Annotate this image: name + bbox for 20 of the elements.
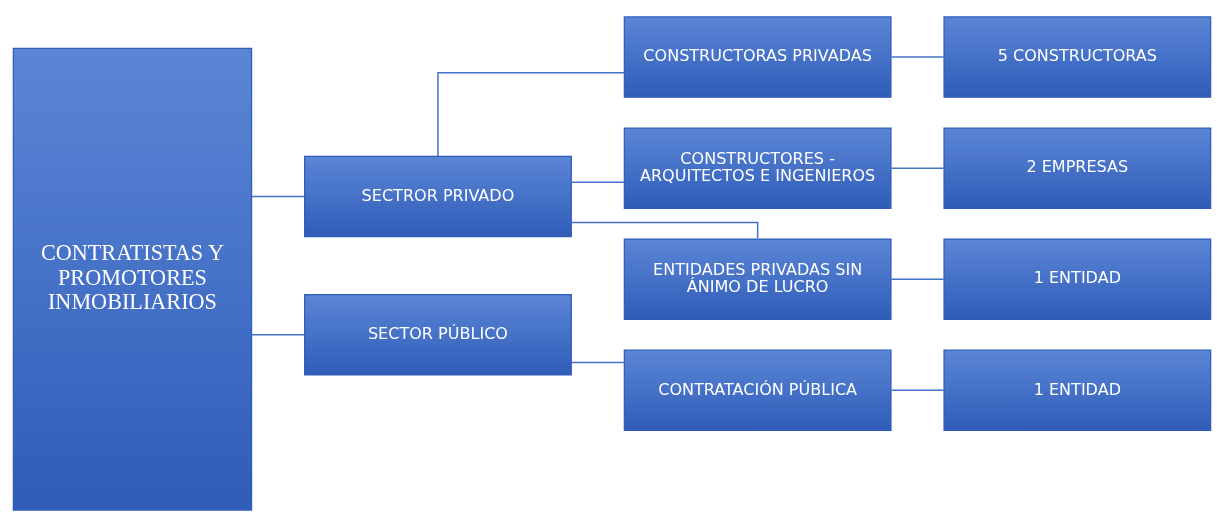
node-box: 1 ENTIDAD [943, 349, 1212, 432]
connector [251, 334, 306, 336]
node-box: SECTOR PÚBLICO [304, 294, 572, 376]
connector [890, 278, 945, 280]
connector [890, 389, 945, 392]
connector [890, 167, 945, 169]
node-box: ENTIDADES PRIVADAS SIN ÁNIMO DE LUCRO [623, 238, 892, 320]
node-box: CONSTRUCTORES - ARQUITECTOS E INGENIEROS [623, 127, 892, 209]
node-box: CONSTRUCTORAS PRIVADAS [623, 16, 892, 98]
connector [570, 361, 625, 364]
connector [570, 181, 625, 184]
connector [251, 195, 306, 198]
node-box: 2 EMPRESAS [943, 127, 1212, 209]
node-box: SECTROR PRIVADO [304, 155, 572, 238]
node-box: CONTRATACIÓN PÚBLICA [623, 349, 892, 432]
connector [437, 72, 625, 158]
node-box: 1 ENTIDAD [943, 238, 1212, 320]
connector [890, 56, 945, 58]
node-box: 5 CONSTRUCTORAS [943, 16, 1212, 98]
node-box: CONTRATISTAS Y PROMOTORES INMOBILIARIOS [12, 47, 253, 511]
